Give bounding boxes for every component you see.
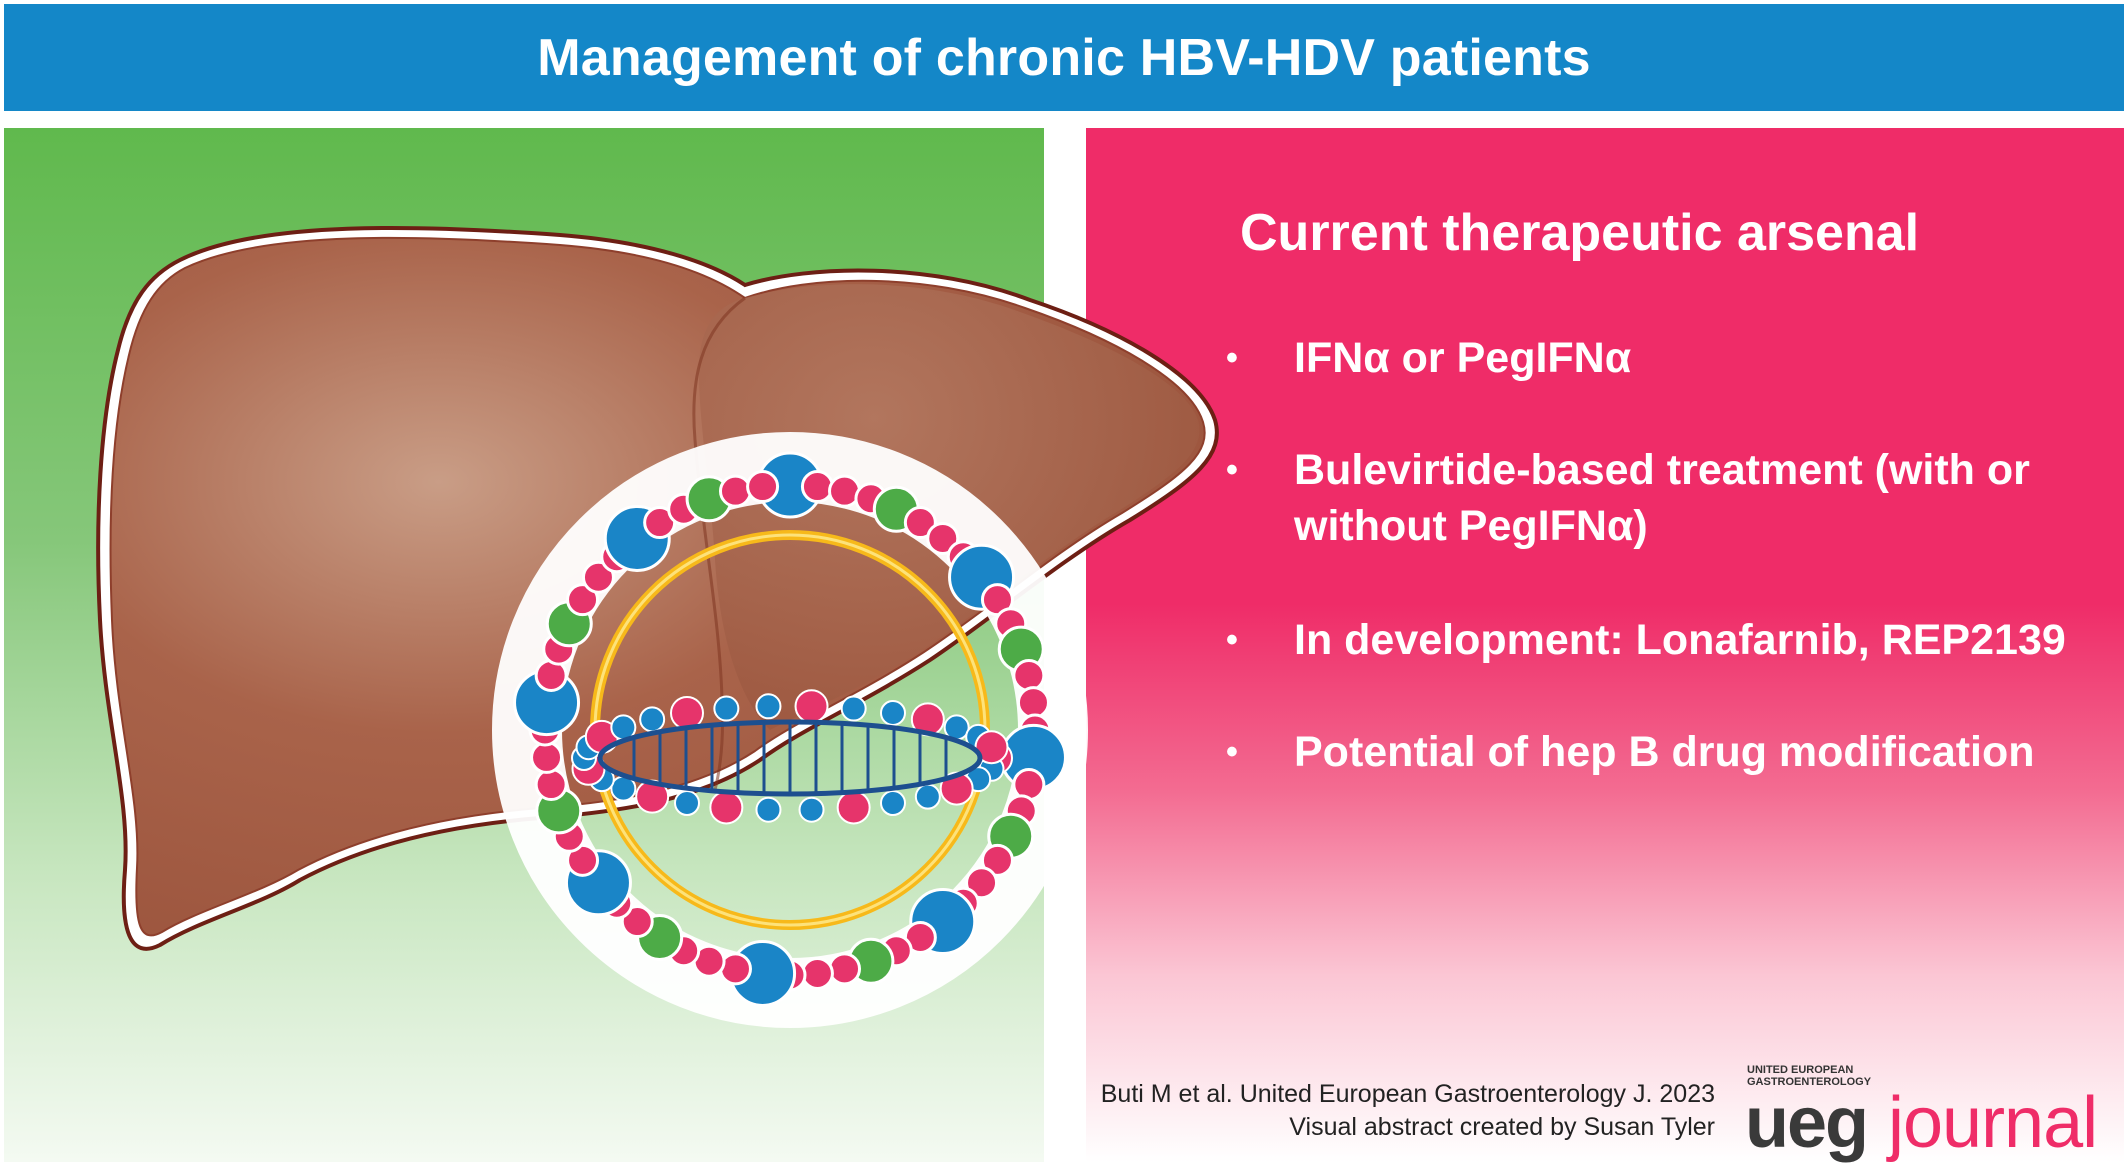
logo-ueg-text: ueg (1745, 1083, 1869, 1163)
bullet-text: IFNα or PegIFNα (1294, 334, 1632, 382)
ueg-journal-logo: UNITED EUROPEAN GASTROENTEROLOGY ueg jou… (1745, 1062, 2125, 1163)
bullet-icon: • (1226, 339, 1238, 377)
logo-org-name: UNITED EUROPEAN GASTROENTEROLOGY (1747, 1064, 1871, 1088)
list-item: • Bulevirtide-based treatment (with or w… (1226, 442, 2106, 554)
citation: Buti M et al. United European Gastroente… (1100, 1078, 1715, 1144)
bullet-text: In development: Lonafarnib, REP2139 (1294, 616, 2066, 664)
logo-org-line: UNITED EUROPEAN (1747, 1064, 1854, 1076)
right-panel (1086, 128, 2124, 1162)
list-item: • Potential of hep B drug modification (1226, 724, 2106, 780)
bullet-text: Potential of hep B drug modification (1294, 728, 2035, 776)
list-item: • IFNα or PegIFNα (1226, 330, 2106, 386)
bullet-icon: • (1226, 451, 1238, 489)
left-panel (4, 128, 1044, 1162)
page-title: Management of chronic HBV-HDV patients (537, 28, 1591, 87)
citation-line: Buti M et al. United European Gastroente… (1100, 1080, 1715, 1108)
bullet-icon: • (1226, 621, 1238, 659)
header-banner: Management of chronic HBV-HDV patients (4, 4, 2124, 111)
bullet-text: Bulevirtide-based treatment (with or wit… (1294, 446, 2030, 550)
credit-line: Visual abstract created by Susan Tyler (1289, 1113, 1715, 1141)
list-item: • In development: Lonafarnib, REP2139 (1226, 612, 2106, 668)
logo-org-line: GASTROENTEROLOGY (1747, 1076, 1872, 1088)
logo-journal-text: journal (1888, 1083, 2098, 1163)
bullet-icon: • (1226, 733, 1238, 771)
therapy-title: Current therapeutic arsenal (1240, 204, 1920, 262)
